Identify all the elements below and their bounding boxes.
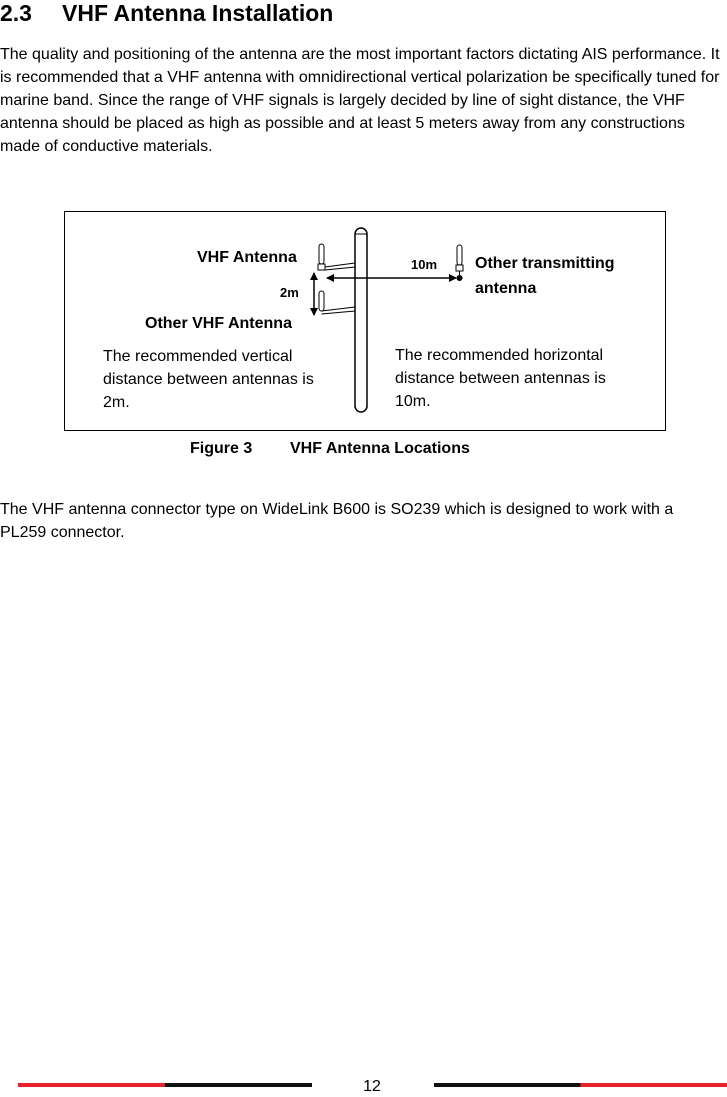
vhf-antenna-icon — [317, 243, 356, 271]
horizontal-distance-label: 10m — [411, 257, 438, 272]
other-transmitting-antenna-icon — [455, 244, 464, 281]
connector-paragraph: The VHF antenna connector type on WideLi… — [0, 501, 674, 541]
other-vhf-antenna-icon — [318, 290, 356, 315]
page-number: 12 — [363, 1078, 381, 1095]
other-vhf-antenna-label: Other VHF Antenna — [145, 315, 292, 332]
antenna-locations-figure: VHF Antenna 2m 10m Other transmitting an… — [64, 211, 666, 431]
footer-rule-left — [18, 1083, 312, 1087]
other-transmitting-label-line1: Other transmitting — [475, 255, 615, 272]
section-title: VHF Antenna Installation — [62, 0, 334, 26]
figure-title: VHF Antenna Locations — [290, 440, 470, 457]
antenna-diagram — [310, 227, 464, 413]
horizontal-distance-note: The recommended horizontal distance betw… — [395, 347, 606, 410]
vertical-distance-label: 2m — [280, 285, 299, 300]
figure-number: Figure 3 — [190, 440, 253, 457]
vhf-antenna-label: VHF Antenna — [197, 249, 297, 266]
figure-caption: Figure 3 VHF Antenna Locations — [190, 439, 470, 459]
section-heading: 2.3 VHF Antenna Installation — [0, 0, 333, 26]
vertical-distance-note: The recommended vertical distance betwee… — [103, 348, 314, 411]
footer-rule-right — [434, 1083, 727, 1087]
mast — [354, 227, 368, 413]
other-transmitting-label-line2: antenna — [475, 280, 537, 297]
section-number: 2.3 — [0, 0, 32, 26]
intro-paragraph: The quality and positioning of the anten… — [0, 46, 720, 155]
